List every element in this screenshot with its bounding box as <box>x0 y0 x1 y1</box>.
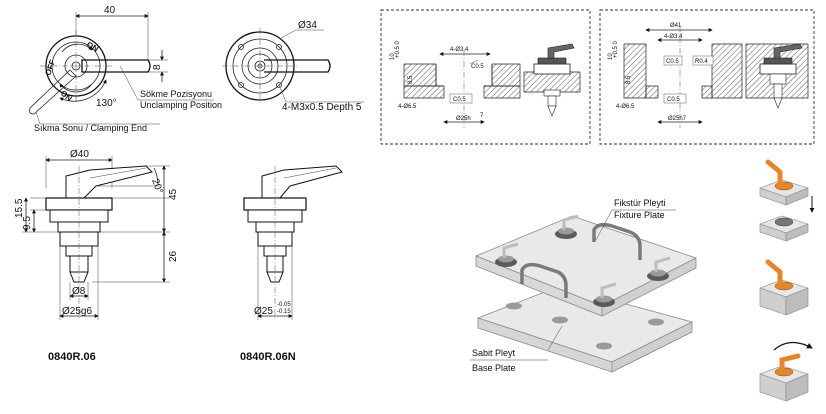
label-off: OFF <box>43 58 57 76</box>
sec-a-chamfer-top: C0.5 <box>471 64 484 70</box>
callout-fixture-en: Fixture Plate <box>614 210 665 220</box>
sec-b-depth-tol: +0.5 0 <box>613 40 619 58</box>
sec-b-bore: Ø25h7 <box>668 116 687 122</box>
assembly-clamp-3 <box>593 282 617 307</box>
sec-a-bore: Ø25h <box>456 116 471 122</box>
side-a-dim-45: 45 <box>168 188 179 200</box>
sec-a-chamfer-bottom: C0.5 <box>453 97 466 103</box>
side-b-tol-lower: -0.15 <box>277 309 291 315</box>
assembly-clamp-1 <box>495 242 519 267</box>
sec-b-radius: R0.4 <box>695 59 708 65</box>
callout-unclamp-tr: Sökme Pozisyonu <box>140 89 212 99</box>
side-b-dia-25: Ø25 <box>254 306 273 317</box>
side-view-0840r06: Ø40 20° 45 26 9.5 15.5 <box>14 149 179 363</box>
section-panel-a: 10 +0.5 0 8.5 4-Ø3.4 C0.5 4-Ø6.5 C0.5 Ø2… <box>380 9 591 145</box>
dim-height-8: 8 <box>152 64 163 70</box>
dim-holes-m3: 4-M3x0.5 Depth 5 <box>282 102 362 113</box>
sec-a-bore-sup: 7 <box>480 113 484 119</box>
operation-steps <box>759 159 815 402</box>
label-on: ON <box>85 40 100 54</box>
callout-clamp: Sıkma Sonu / Clamping End <box>34 123 147 133</box>
side-a-dia-25g6: Ø25g6 <box>62 306 92 317</box>
sec-b-inner: 8.5 <box>626 75 632 84</box>
sec-a-inner: 8.5 <box>408 75 414 84</box>
top-plan-view: 40 ON OFF ON 130° 8 Sökme Pozisyonu Uncl… <box>29 5 222 133</box>
callout-base-tr: Sabit Pleyt <box>472 348 516 358</box>
sec-b-holes-bottom: 4-Ø6.5 <box>616 104 635 110</box>
sec-a-depth: 10 <box>390 53 396 60</box>
model-label-a: 0840R.06 <box>48 351 96 363</box>
sec-b-holes-top: 4-Ø3.4 <box>664 34 683 40</box>
side-a-dia-8: Ø8 <box>72 286 86 297</box>
callout-base-en: Base Plate <box>472 363 516 373</box>
step-3-lock <box>759 341 813 402</box>
sec-b-depth: 10 <box>608 53 614 60</box>
side-a-dim-15-5: 15.5 <box>14 198 25 218</box>
side-a-angle-20: 20° <box>149 177 165 195</box>
sec-a-holes-top: 4-Ø3.4 <box>450 47 469 53</box>
assembly-clamp-2 <box>555 214 579 239</box>
model-label-b: 0840R.06N <box>240 351 296 363</box>
section-panel-b: 10 +0.5 0 8.5 Ø41 4-Ø3.4 C0.5 R0.4 4-Ø6.… <box>599 9 815 145</box>
sec-b-dia-top: Ø41 <box>670 23 682 29</box>
sec-b-chamfer-bottom: C0.5 <box>667 97 680 103</box>
side-b-tol-upper: -0.05 <box>277 302 291 308</box>
sec-a-holes-bottom: 4-Ø6.5 <box>398 104 417 110</box>
assembly-iso-view: Fikstür Pleyti Fixture Plate Sabit Pleyt… <box>470 198 698 373</box>
mini-lever-b <box>773 43 803 59</box>
assembly-clamp-4 <box>647 256 671 281</box>
flange-plan-view: Ø34 4-M3x0.5 Depth 5 <box>222 20 364 113</box>
callout-unclamp-en: Unclamping Position <box>140 100 222 110</box>
side-a-dim-26: 26 <box>168 250 179 262</box>
sec-b-chamfer-top: C0.5 <box>666 59 679 65</box>
side-view-0840r06n: Ø25 -0.05 -0.15 0840R.06N <box>240 165 343 363</box>
side-a-dia-40: Ø40 <box>70 149 89 160</box>
sec-a-depth-tol: +0.5 0 <box>395 40 401 58</box>
dim-width-40: 40 <box>104 5 116 16</box>
mini-lever-a <box>547 43 575 59</box>
angle-130: 130° <box>96 98 117 109</box>
dim-dia-34: Ø34 <box>298 20 317 31</box>
callout-fixture-tr: Fikstür Pleyti <box>614 198 666 208</box>
step-1-lift <box>759 159 815 242</box>
step-2-place <box>759 259 809 316</box>
